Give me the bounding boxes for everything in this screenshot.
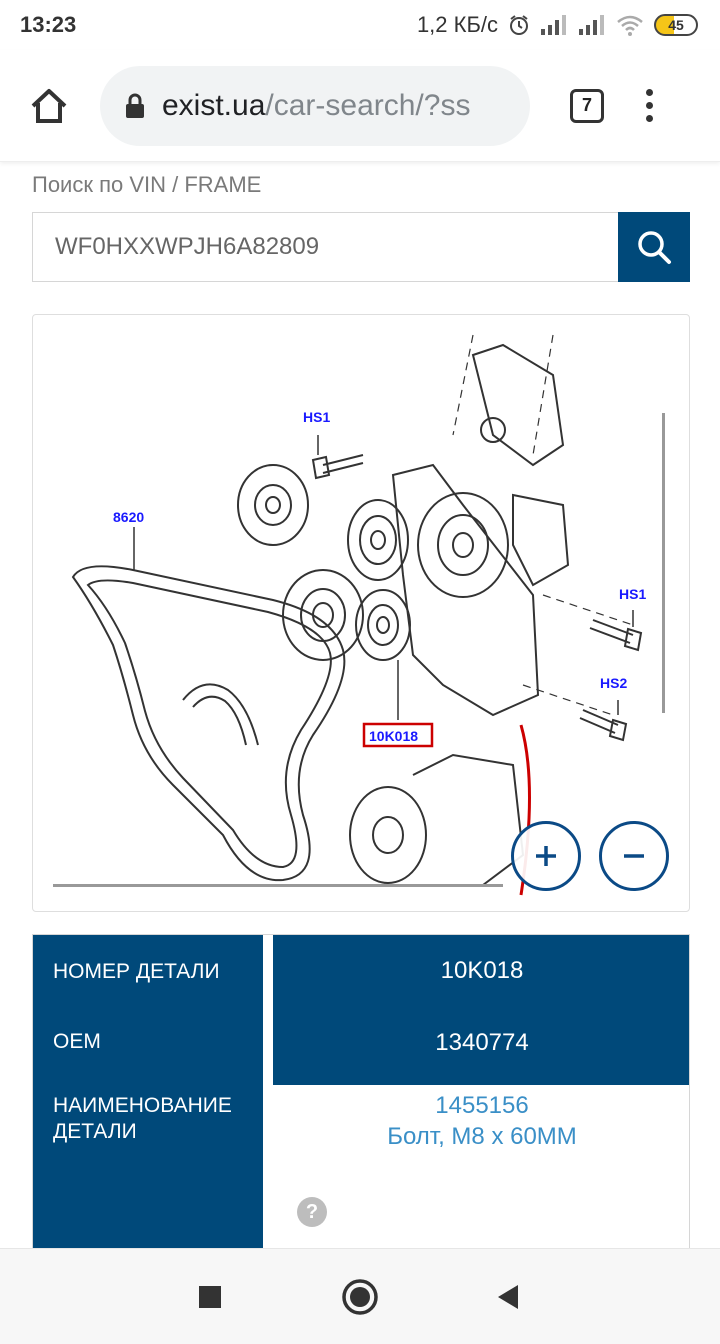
circle-icon (342, 1279, 378, 1315)
part-name-label: НАИМЕНОВАНИЕ ДЕТАЛИ (53, 1094, 232, 1143)
url-bar[interactable]: exist.ua/car-search/?ss (100, 65, 530, 146)
part-number-label: НОМЕР ДЕТАЛИ (53, 960, 220, 983)
signal-icon (540, 15, 568, 35)
clock: 13:23 (20, 12, 77, 37)
status-bar: 13:23 1,2 КБ/с 45 (0, 0, 720, 50)
vin-search-label: Поиск по VIN / FRAME (32, 172, 262, 197)
callout-tensioner[interactable]: 10K018 (369, 728, 418, 744)
url-path: /car-search/?ss (265, 88, 471, 122)
vin-search-button[interactable] (618, 212, 690, 282)
dot-icon (646, 89, 653, 96)
status-icons: 1,2 КБ/с 45 (417, 12, 698, 38)
help-icon[interactable]: ? (297, 1197, 327, 1227)
zoom-in-button[interactable] (511, 821, 581, 891)
callout-hs2[interactable]: HS2 (600, 675, 627, 691)
callout-belt[interactable]: 8620 (113, 509, 144, 525)
part-name-text-link[interactable]: Болт, M8 x 60MM (387, 1123, 577, 1150)
diagram-vertical-scrollbar[interactable] (662, 413, 665, 713)
wifi-icon (616, 14, 644, 36)
oem-value: 1340774 (435, 1029, 529, 1056)
part-number-value: 10K018 (440, 957, 524, 984)
system-nav-bar (0, 1248, 720, 1344)
zoom-out-button[interactable] (599, 821, 669, 891)
browser-toolbar: exist.ua/car-search/?ss 7 (0, 50, 720, 162)
pump-pulley (417, 492, 509, 598)
search-icon (638, 231, 671, 264)
home-icon (31, 88, 67, 123)
part-name-code-link[interactable]: 1455156 (435, 1092, 529, 1119)
callout-hs1-top[interactable]: HS1 (303, 409, 330, 425)
signal-icon-2 (578, 15, 606, 35)
battery-icon: 45 (654, 14, 698, 36)
back-triangle-icon (498, 1285, 518, 1309)
bolt-hs1-right (589, 619, 634, 644)
tensioner-bracket (391, 463, 540, 717)
drive-belt (71, 565, 346, 882)
center-pulley (282, 569, 364, 661)
idler-pulley (237, 464, 309, 546)
part-details-table: НОМЕР ДЕТАЛИ 10K018 OEM 1340774 НАИМЕНОВ… (32, 934, 690, 1254)
diagram-horizontal-scrollbar[interactable] (53, 884, 503, 887)
bolt-hs1-top (322, 454, 364, 474)
overflow-menu-button[interactable] (646, 89, 653, 122)
labels-column (33, 935, 263, 1253)
parts-drawing: 8620 HS1 HS1 HS2 10K018 (71, 334, 646, 896)
square-icon (199, 1286, 221, 1308)
alarm-icon (508, 14, 530, 36)
dot-icon (646, 115, 653, 122)
values-column-header (273, 935, 689, 1085)
plus-icon (536, 846, 556, 866)
tensioner-pulley-bottom (355, 589, 411, 661)
recents-button[interactable] (190, 1277, 230, 1317)
dot-icon (646, 102, 653, 109)
url-host: exist.ua (162, 88, 266, 122)
home-nav-button[interactable] (340, 1277, 380, 1317)
tensioner-pulley-top (347, 499, 409, 581)
back-button[interactable] (488, 1277, 528, 1317)
home-button[interactable] (18, 75, 80, 137)
vin-search-input[interactable]: WF0HXXWPJH6A82809 (32, 212, 618, 282)
minus-icon (624, 854, 644, 858)
tab-switcher-button[interactable]: 7 (570, 88, 604, 123)
network-speed: 1,2 КБ/с (416, 12, 498, 37)
parts-diagram[interactable]: 8620 HS1 HS1 HS2 10K018 (32, 314, 690, 912)
lock-icon (124, 93, 146, 119)
oem-label: OEM (53, 1030, 101, 1053)
callout-highlight-box (362, 722, 434, 748)
callout-hs1-right[interactable]: HS1 (619, 586, 646, 602)
compressor-pulley (349, 786, 427, 884)
